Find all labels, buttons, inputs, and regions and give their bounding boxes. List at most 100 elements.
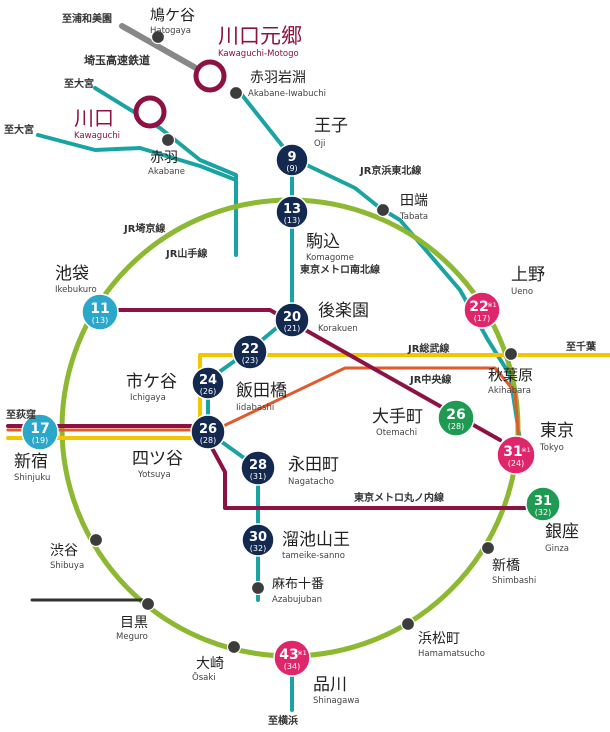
station-romaji-osaki: Ōsaki: [192, 672, 216, 683]
time-badge-circle: [525, 486, 561, 522]
time-badge-main: 31: [503, 444, 522, 460]
station-dot-azabujuban[interactable]: [250, 580, 266, 596]
time-badge-shinagawa[interactable]: 43(34)※1: [273, 639, 311, 677]
direction-label-omiya-2: 至大宮: [4, 123, 34, 136]
station-name-yotsuya: 四ツ谷: [132, 449, 183, 469]
station-dot-akabane[interactable]: [160, 132, 176, 148]
time-badge-sub: (19): [32, 436, 48, 445]
time-badge-sub: (13): [92, 316, 108, 325]
time-badge-tokyo[interactable]: 31(24)※1: [496, 435, 536, 475]
time-badge-tameike-sanno[interactable]: 30(32): [241, 523, 275, 557]
station-name-shimbashi: 新橋: [492, 558, 520, 574]
direction-label-ogikubo: 至荻窪: [6, 408, 36, 421]
time-badge-otemachi[interactable]: 26(28): [437, 399, 475, 437]
direction-label-omiya-1: 至大宮: [64, 77, 94, 90]
station-romaji-tabata: Tabata: [399, 212, 428, 222]
time-badge-circle: [191, 366, 225, 400]
time-badge-circle: [274, 302, 310, 338]
time-badge-main: 26: [199, 422, 217, 437]
station-name-korakuen: 後楽園: [318, 301, 369, 321]
station-dots: [88, 29, 519, 655]
station-romaji-ueno: Ueno: [511, 287, 533, 297]
station-dot-hamamatsucho[interactable]: [400, 616, 416, 632]
time-badge-circle: [241, 523, 275, 557]
station-dot-hatogaya[interactable]: [150, 29, 166, 45]
station-romaji-otemachi: Otemachi: [376, 428, 417, 438]
time-badge-sub: (13): [284, 216, 300, 225]
station-name-oji: 王子: [314, 116, 348, 136]
station-name-shibuya: 渋谷: [50, 543, 78, 559]
station-name-akabane: 赤羽: [150, 150, 178, 166]
time-badge-sub: (17): [474, 314, 490, 323]
station-name-kawaguchi-motogo: 川口元郷: [218, 24, 302, 48]
time-badge-ikebukuro[interactable]: 11(13): [81, 293, 119, 331]
station-romaji-nagatacho: Nagatacho: [288, 477, 334, 487]
station-name-meguro: 目黒: [120, 615, 148, 631]
direction-label-yokohama: 至横浜: [268, 714, 298, 727]
time-badge-sub: (23): [242, 356, 258, 365]
station-romaji-yotsuya: Yotsuya: [137, 470, 171, 480]
station-romaji-hamamatsucho: Hamamatsucho: [418, 649, 485, 659]
time-badge-sub: (28): [448, 422, 464, 431]
station-romaji-oji: Oji: [314, 139, 325, 149]
line-label-saitama: 埼玉高速鉄道: [84, 53, 150, 67]
station-romaji-hatogaya: Hatogaya: [150, 26, 191, 36]
time-badge-ueno[interactable]: 22(17)※1: [463, 291, 501, 329]
time-badge-main: 30: [249, 530, 267, 545]
time-badge-circle: [190, 414, 226, 450]
time-badge-oji[interactable]: 9(9): [275, 143, 309, 177]
station-name-tameike-sanno: 溜池山王: [282, 530, 350, 550]
time-badge-sub: (28): [200, 436, 216, 445]
time-badge-main: 31: [534, 494, 552, 509]
time-badge-main: 20: [283, 310, 301, 325]
station-dot-osaki[interactable]: [226, 639, 242, 655]
station-name-osaki: 大崎: [196, 656, 224, 672]
time-badge-ginza[interactable]: 31(32): [525, 486, 561, 522]
station-romaji-shimbashi: Shimbashi: [492, 576, 536, 586]
time-badge-iidabashi[interactable]: 22(23): [232, 334, 268, 370]
station-name-hatogaya: 鳩ケ谷: [150, 6, 195, 24]
time-badges: 9(9)13(13)11(13)20(21)22(17)※122(23)24(2…: [21, 143, 561, 677]
station-name-ueno: 上野: [511, 265, 545, 285]
station-name-azabujuban: 麻布十番: [272, 577, 324, 592]
line-label-chuo: JR中央線: [409, 373, 451, 386]
time-badge-sub: (9): [286, 164, 297, 173]
station-name-akabane-iwabuchi: 赤羽岩淵: [250, 70, 306, 86]
station-dot-shimbashi[interactable]: [480, 540, 496, 556]
time-badge-circle: [437, 399, 475, 437]
station-dot-akihabara[interactable]: [503, 346, 519, 362]
time-badge-main: 26: [446, 407, 465, 423]
time-badge-sub: (24): [508, 459, 524, 468]
station-dot-shibuya[interactable]: [88, 532, 104, 548]
station-romaji-kawaguchi: Kawaguchi: [74, 131, 120, 141]
station-romaji-kawaguchi-motogo: Kawaguchi-Motogo: [218, 49, 299, 59]
time-badge-sub: (34): [284, 662, 300, 671]
time-badge-main: 17: [30, 421, 49, 437]
line-label-keihin: JR京浜東北線: [359, 164, 421, 177]
time-badge-yotsuya[interactable]: 26(28): [190, 414, 226, 450]
direction-label-chiba: 至千葉: [566, 340, 597, 353]
time-badge-ichigaya[interactable]: 24(26): [191, 366, 225, 400]
station-name-ichigaya: 市ケ谷: [126, 372, 177, 392]
time-badge-komagome[interactable]: 13(13): [275, 195, 309, 229]
station-dot-tabata[interactable]: [375, 202, 391, 218]
time-badge-main: 43: [279, 647, 298, 663]
time-badge-nagatacho[interactable]: 28(31): [240, 450, 276, 486]
station-dot-akabane-iwabuchi[interactable]: [228, 85, 244, 101]
time-badge-circle: [273, 639, 311, 677]
time-badge-circle: [275, 143, 309, 177]
kawaguchi-motogo-ring[interactable]: [193, 59, 227, 93]
station-romaji-akihabara: Akihabara: [488, 386, 531, 396]
time-badge-main: 13: [283, 202, 301, 217]
station-romaji-tokyo: Tokyo: [539, 443, 564, 453]
station-dot-meguro[interactable]: [140, 596, 156, 612]
time-badge-sub: (32): [535, 508, 551, 517]
kawaguchi-ring[interactable]: [133, 95, 167, 129]
station-name-iidabashi: 飯田橋: [236, 381, 287, 401]
time-badge-shinjuku[interactable]: 17(19): [21, 413, 59, 451]
station-name-ikebukuro: 池袋: [55, 264, 89, 284]
time-badge-circle: [496, 435, 536, 475]
time-badge-korakuen[interactable]: 20(21): [274, 302, 310, 338]
